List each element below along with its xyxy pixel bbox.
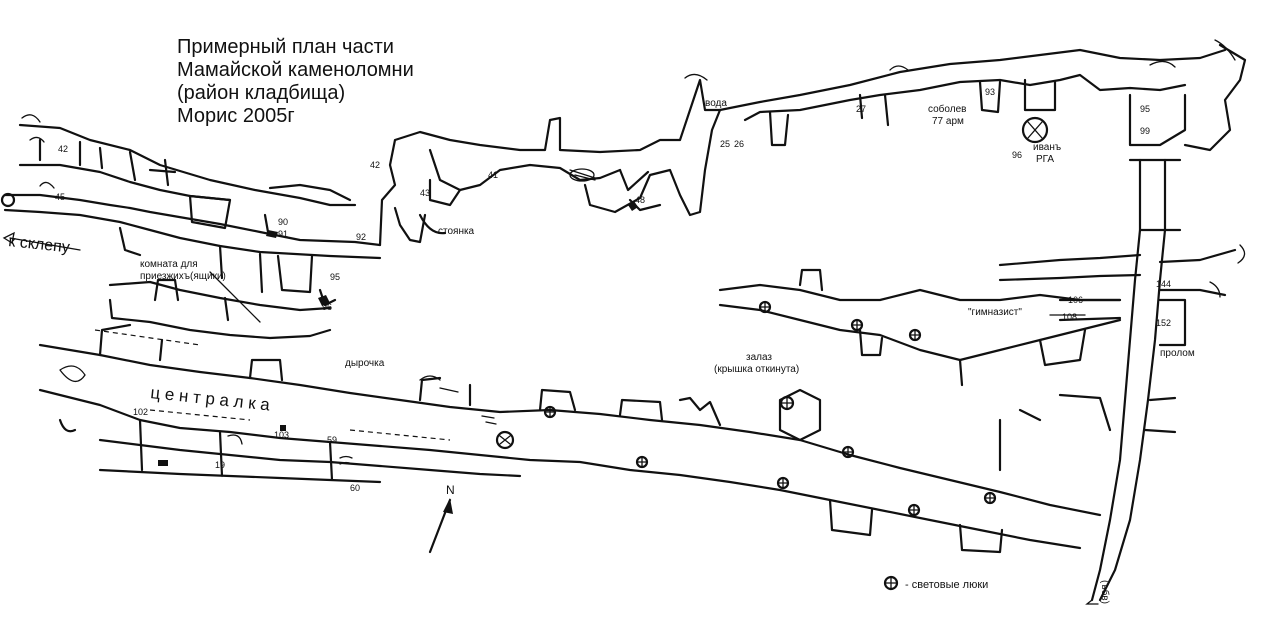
point-number: 91 [278, 229, 288, 239]
label-centralka: ц е н т р а л к а [150, 383, 272, 414]
point-number: 99 [1140, 126, 1150, 136]
point-number: 95 [1140, 104, 1150, 114]
label-camp: стоянка [438, 226, 475, 237]
point-number: 103 [274, 430, 289, 440]
point-number: 42 [58, 144, 68, 154]
point-number: 102 [133, 407, 148, 417]
label-gymnasist: "гимназист" [968, 307, 1022, 318]
point-number: 60 [350, 483, 360, 493]
label-guest-room-2: приезжихъ(ящики) [140, 271, 226, 282]
north-arrow-icon [428, 498, 453, 554]
north-central-galleries [378, 78, 722, 247]
label-water: вода [705, 98, 727, 109]
label-hatch-1: залаз [746, 352, 772, 363]
label-sobolev-2: 77 арм [932, 116, 964, 127]
label-hatch-2: (крышка откинута) [714, 364, 799, 375]
label-ivan-1: иванъ [1033, 142, 1061, 153]
label-breach: пролом [1160, 348, 1195, 359]
point-number: 96 [322, 302, 332, 312]
point-number: 95 [330, 272, 340, 282]
label-to-crypt: к склепу [8, 233, 71, 256]
label-north: N [446, 483, 455, 497]
point-number: 19 [215, 460, 225, 470]
label-guest-room-1: комната для [140, 259, 198, 270]
legend-text: - световые люки [905, 579, 988, 591]
pointer-lines [2, 231, 1099, 605]
diagonal-gallery [718, 268, 1122, 387]
northeast-galleries [684, 39, 1247, 152]
point-number: 48 [635, 195, 645, 205]
east-passage [998, 158, 1246, 602]
point-number: 25 [720, 139, 730, 149]
point-number: 92 [356, 232, 366, 242]
label-exit-mark: (ъбв) [1099, 580, 1111, 604]
map-labels: к склепу комната для приезжихъ(ящики) ды… [8, 98, 1195, 604]
point-number: 45 [55, 192, 65, 202]
label-ivan-2: РГА [1036, 154, 1054, 165]
title-line-4: Морис 2005г [177, 105, 295, 127]
label-sobolev-1: соболев [928, 103, 966, 115]
point-number: 41 [488, 170, 498, 180]
title-line-3: (район кладбища) [177, 82, 346, 104]
point-numbers: 42 45 90 91 92 42 43 41 48 25 26 27 93 9… [55, 87, 1171, 493]
point-number: 59 [327, 435, 337, 445]
point-number: 42 [370, 160, 380, 170]
point-number: 96 [1012, 150, 1022, 160]
point-number: 144 [1156, 279, 1171, 289]
point-number: 26 [734, 139, 744, 149]
point-number: 108 [1062, 312, 1077, 322]
map-title: Примерный план части Мамайской каменолом… [177, 36, 477, 128]
central-gallery [38, 323, 1112, 554]
point-number: 27 [856, 104, 866, 114]
northwest-galleries [0, 114, 382, 294]
title-line-2: Мамайской каменоломни [177, 59, 414, 81]
west-middle-galleries [94, 278, 337, 466]
point-number: 43 [420, 188, 430, 198]
light-hatch-icon [883, 575, 899, 591]
label-hole: дырочка [345, 358, 385, 369]
point-number: 90 [278, 217, 288, 227]
point-number: 152 [1156, 318, 1171, 328]
point-number: 106 [1068, 295, 1083, 305]
title-line-1: Примерный план части [177, 36, 394, 58]
point-number: 93 [985, 87, 995, 97]
